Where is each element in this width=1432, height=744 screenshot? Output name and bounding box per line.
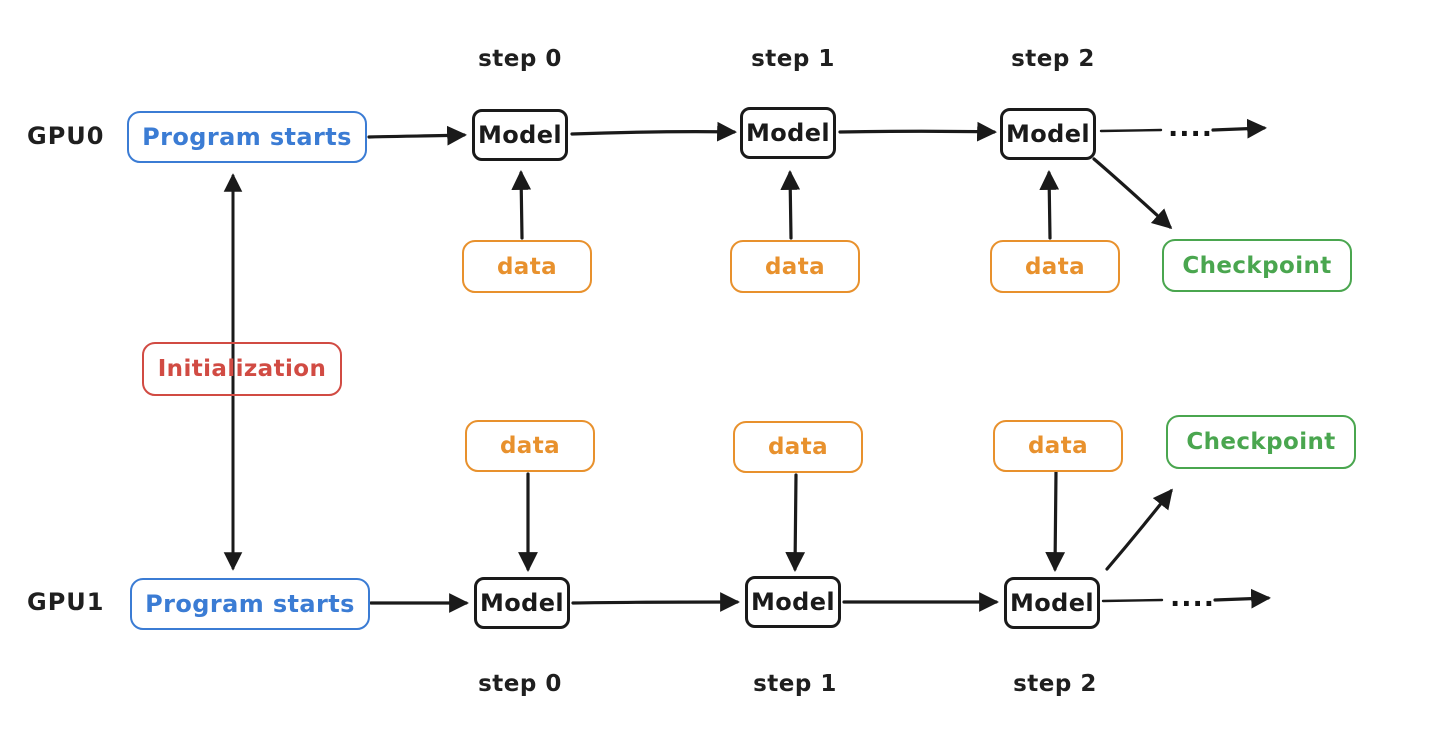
gpu1-label: GPU1 (27, 588, 105, 616)
step-label-bottom-2: step 2 (1013, 671, 1097, 697)
gpu0-model-step2-box: Model (1000, 108, 1096, 160)
gpu0-data-step0-box: data (462, 240, 592, 293)
gpu0-model-step1-box: Model (740, 107, 836, 159)
gpu1-continuation-dots: .... (1170, 582, 1216, 613)
gpu0-data-step1-box: data (730, 240, 860, 293)
gpu0-continuation-dots: .... (1168, 112, 1214, 143)
gpu0-data-step2-box: data (990, 240, 1120, 293)
gpu0-model-step0-box: Model (472, 109, 568, 161)
step-label-top-1: step 1 (751, 46, 835, 72)
gpu1-checkpoint-box: Checkpoint (1166, 415, 1356, 469)
gpu0-label: GPU0 (27, 122, 105, 150)
step-label-top-0: step 0 (478, 46, 562, 72)
gpu0-program-starts-box: Program starts (127, 111, 367, 163)
gpu1-data-step1-box: data (733, 421, 863, 473)
gpu1-program-starts-box: Program starts (130, 578, 370, 630)
gpu1-model-step1-box: Model (745, 576, 841, 628)
step-label-top-2: step 2 (1011, 46, 1095, 72)
gpu0-checkpoint-box: Checkpoint (1162, 239, 1352, 292)
gpu1-data-step0-box: data (465, 420, 595, 472)
gpu1-model-step2-box: Model (1004, 577, 1100, 629)
step-label-bottom-0: step 0 (478, 671, 562, 697)
gpu1-model-step0-box: Model (474, 577, 570, 629)
step-label-bottom-1: step 1 (753, 671, 837, 697)
initialization-box: Initialization (142, 342, 342, 396)
gpu1-data-step2-box: data (993, 420, 1123, 472)
